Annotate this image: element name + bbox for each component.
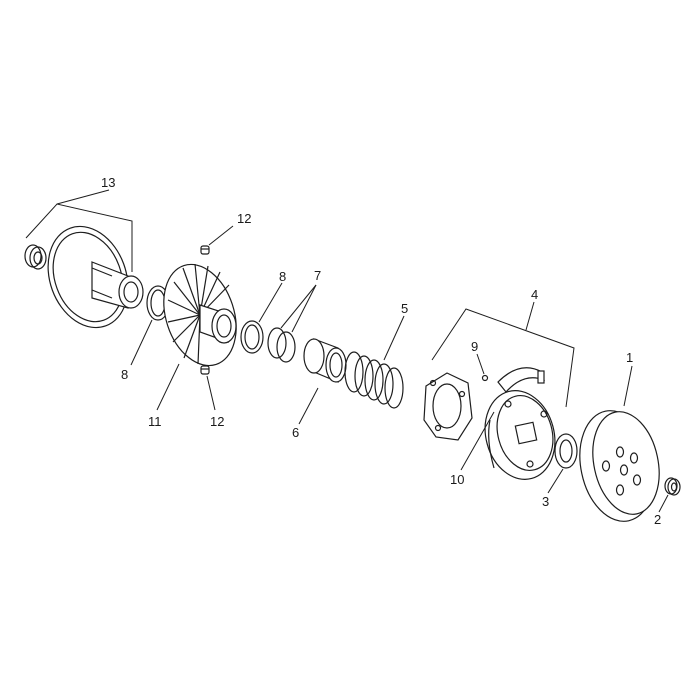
leader-lines	[25, 189, 669, 513]
callout-2: 2	[654, 512, 661, 527]
callout-9: 9	[471, 339, 478, 354]
callout-8-left: 8	[121, 367, 128, 382]
part-1-clutch-bell	[579, 410, 660, 522]
callout-11: 11	[148, 414, 162, 429]
part-9-small-pin	[481, 374, 489, 382]
callout-8-right: 8	[279, 269, 286, 284]
callout-7: 7	[314, 268, 321, 283]
part-4-clutch-shoe	[497, 367, 545, 393]
part-2-nut	[664, 477, 681, 496]
part-11-movable-pulley-half	[163, 263, 237, 367]
part-4-clutch-plate	[423, 372, 473, 441]
callout-4: 4	[531, 287, 538, 302]
callout-6: 6	[292, 425, 299, 440]
part-4-clutch-body	[484, 390, 556, 480]
callout-12-top: 12	[237, 211, 251, 226]
callout-13: 13	[101, 175, 115, 190]
part-6-sleeve	[303, 338, 347, 383]
callout-5: 5	[401, 301, 408, 316]
callout-3: 3	[542, 494, 549, 509]
part-8-seal-ring-right	[240, 320, 264, 354]
part-5-spring	[344, 351, 404, 409]
part-7-o-rings	[267, 327, 296, 363]
part-13-bearing	[24, 244, 47, 270]
callout-1: 1	[626, 350, 633, 365]
callout-12-bottom: 12	[210, 414, 224, 429]
callout-labels: 13 12 8 11 12 8 7 6 5 4 9 10 3 1 2	[101, 175, 661, 527]
part-12-slider-top	[200, 245, 210, 255]
part-12-slider-bottom	[200, 365, 210, 375]
part-3-washer	[554, 433, 578, 469]
part-13-fixed-pulley-half	[24, 225, 144, 329]
callout-10: 10	[450, 472, 464, 487]
